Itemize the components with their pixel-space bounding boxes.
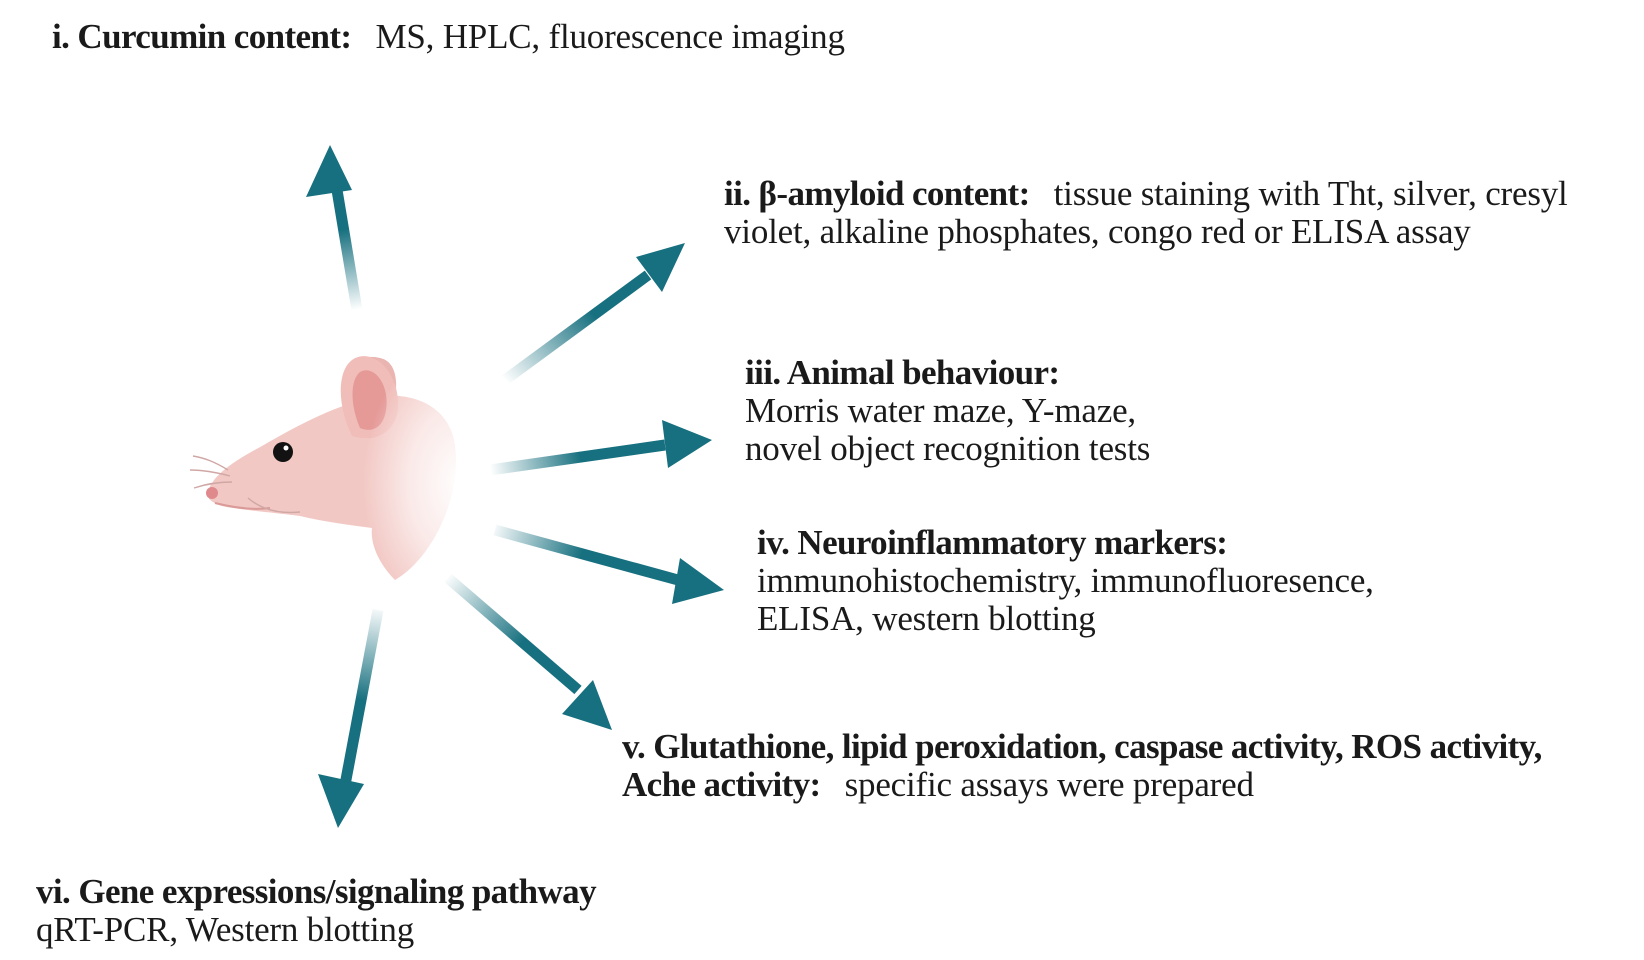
label-gene-expressions: vi. Gene expressions/signaling pathway q… <box>36 872 597 949</box>
arrow-up-right <box>501 243 685 385</box>
label-ii-line2: violet, alkaline phosphates, congo red o… <box>724 212 1471 251</box>
arrow-icon <box>306 145 352 197</box>
label-ii-text: tissue staining with Tht, silver, cresyl <box>1053 174 1568 213</box>
rat-head-icon <box>189 340 480 600</box>
label-iii-line2: novel object recognition tests <box>745 429 1151 468</box>
label-v-heading2: Ache activity: <box>622 765 821 804</box>
label-neuroinflammatory-markers: iv. Neuroinflammatory markers: immunohis… <box>757 524 1374 638</box>
arrow-down-right-lower <box>444 573 612 730</box>
label-animal-behaviour: iii. Animal behaviour: Morris water maze… <box>745 354 1150 468</box>
arrow-icon <box>636 243 685 292</box>
arrow-icon <box>318 774 364 828</box>
label-v-text: specific assays were prepared <box>844 765 1254 804</box>
label-beta-amyloid-content: ii. β-amyloid content: tissue staining wi… <box>724 175 1568 251</box>
arrow-down-left <box>318 608 384 828</box>
arrow-down-right <box>493 524 724 604</box>
label-i-heading: i. Curcumin content: <box>52 17 352 56</box>
label-vi-heading: vi. Gene expressions/signaling pathway <box>36 872 597 911</box>
arrow-icon <box>562 680 612 730</box>
label-iii-heading: iii. Animal behaviour: <box>745 353 1060 392</box>
label-iv-line1: immunohistochemistry, immunofluoresence, <box>757 561 1374 600</box>
label-i-text: MS, HPLC, fluorescence imaging <box>375 17 845 56</box>
label-ii-heading: ii. β-amyloid content: <box>724 174 1030 213</box>
arrow-up-left <box>306 145 363 311</box>
label-v-heading: v. Glutathione, lipid peroxidation, casp… <box>622 727 1542 766</box>
arrow-right <box>489 420 712 476</box>
label-oxidative-assays: v. Glutathione, lipid peroxidation, casp… <box>622 728 1542 804</box>
label-vi-line1: qRT-PCR, Western blotting <box>36 910 415 949</box>
arrow-icon <box>662 420 712 468</box>
label-curcumin-content: i. Curcumin content: MS, HPLC, fluorescen… <box>52 18 845 56</box>
label-iv-heading: iv. Neuroinflammatory markers: <box>757 523 1228 562</box>
label-iv-line2: ELISA, western blotting <box>757 599 1096 638</box>
arrow-icon <box>672 558 724 604</box>
label-iii-line1: Morris water maze, Y-maze, <box>745 391 1136 430</box>
